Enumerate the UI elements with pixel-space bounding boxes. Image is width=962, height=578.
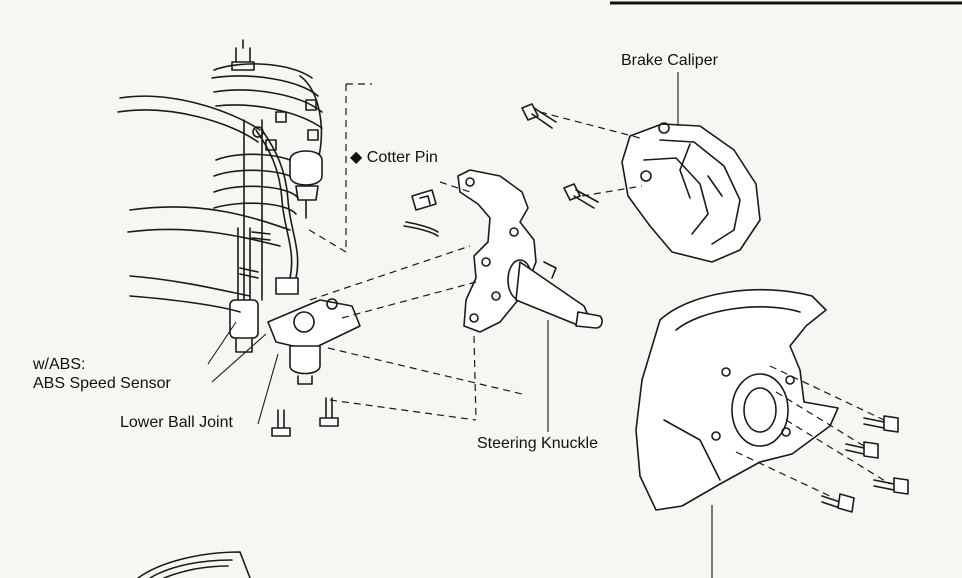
stabilizer-link — [127, 206, 291, 353]
abs-line-2: ABS Speed Sensor — [33, 375, 171, 392]
cotter-pin-text: Cotter Pin — [366, 149, 438, 166]
label-cotter-pin: ◆ Cotter Pin — [350, 148, 438, 167]
label-abs-speed-sensor: w/ABS: ABS Speed Sensor — [33, 355, 171, 393]
strut-bolts — [239, 231, 271, 279]
dust-cover-bolts — [821, 415, 909, 513]
label-lower-ball-joint: Lower Ball Joint — [120, 414, 233, 431]
label-steering-knuckle: Steering Knuckle — [477, 435, 598, 452]
leader-lines — [207, 72, 713, 578]
steering-knuckle — [457, 169, 603, 333]
upper-ball-joint — [289, 150, 323, 219]
label-brake-caliper: Brake Caliper — [621, 52, 718, 69]
abs-line-1: w/ABS: — [33, 356, 86, 373]
cotter-pin-marker: ◆ — [350, 149, 363, 166]
lower-ball-joint-bolts — [271, 397, 339, 437]
lower-ball-joint — [267, 298, 361, 385]
disc-dust-cover — [635, 288, 839, 511]
abs-sensor-wire — [252, 126, 299, 295]
assembly-dash-lines — [305, 83, 891, 499]
tire-edge — [137, 551, 251, 578]
cotter-pin-nut — [403, 189, 439, 237]
strut-spring-assembly — [117, 39, 323, 301]
brake-caliper — [621, 122, 761, 263]
caliper-bolts — [521, 103, 599, 209]
